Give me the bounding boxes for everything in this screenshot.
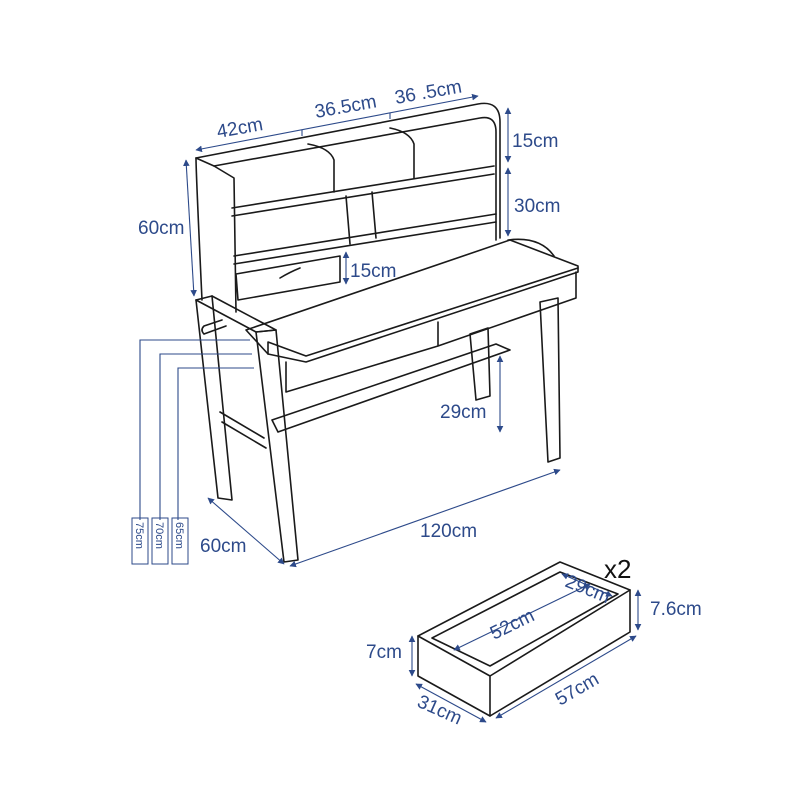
right-leg-back: [469, 327, 491, 401]
height-70-label: 70cm: [153, 522, 165, 549]
hutch-top-shelf: [231, 165, 495, 217]
width-right-label: 36 .5cm: [393, 77, 463, 109]
hutch-top-dividers: [307, 127, 415, 193]
shelf-top-height-label: 15cm: [512, 131, 558, 152]
hutch-drawer-handle: [279, 267, 301, 279]
left-leg-top-rail: [195, 295, 277, 333]
footrest-shelf: [271, 343, 511, 433]
drawer-outer-height-label: 7.6cm: [650, 599, 702, 620]
drawer-inner-height-label: 7cm: [366, 642, 402, 663]
drawer-quantity: x2: [604, 554, 631, 584]
side-hook: [201, 319, 227, 335]
footrest-height-label: 29cm: [440, 402, 486, 423]
hutch-middle-divider: [345, 191, 377, 245]
gap-under-shelf-label: 15cm: [350, 261, 396, 282]
desktop: [245, 239, 579, 363]
shelf-mid-height-label: 30cm: [514, 196, 560, 217]
depth-label: 60cm: [200, 536, 246, 557]
right-back-rail: [507, 238, 555, 257]
height-65-label: 65cm: [173, 522, 185, 549]
desktop-edge: [267, 267, 579, 357]
width-middle-label: 36.5cm: [313, 91, 378, 123]
right-leg-front: [539, 297, 561, 463]
desk-drawing: [195, 102, 579, 563]
left-leg-crossbar: [219, 411, 267, 449]
height-75-label: 75cm: [133, 522, 145, 549]
hutch-middle-shelf: [233, 213, 497, 265]
hutch-left-panel: [195, 157, 237, 313]
height-leader-65: [177, 367, 254, 520]
left-leg-back: [195, 295, 233, 501]
drawer-drawing: x2: [417, 554, 631, 717]
height-leader-75: [139, 339, 250, 520]
length-label: 120cm: [420, 521, 477, 542]
hutch-small-drawer: [235, 255, 341, 301]
height-leader-70: [159, 353, 252, 520]
hutch-height-label: 60cm: [138, 218, 184, 239]
